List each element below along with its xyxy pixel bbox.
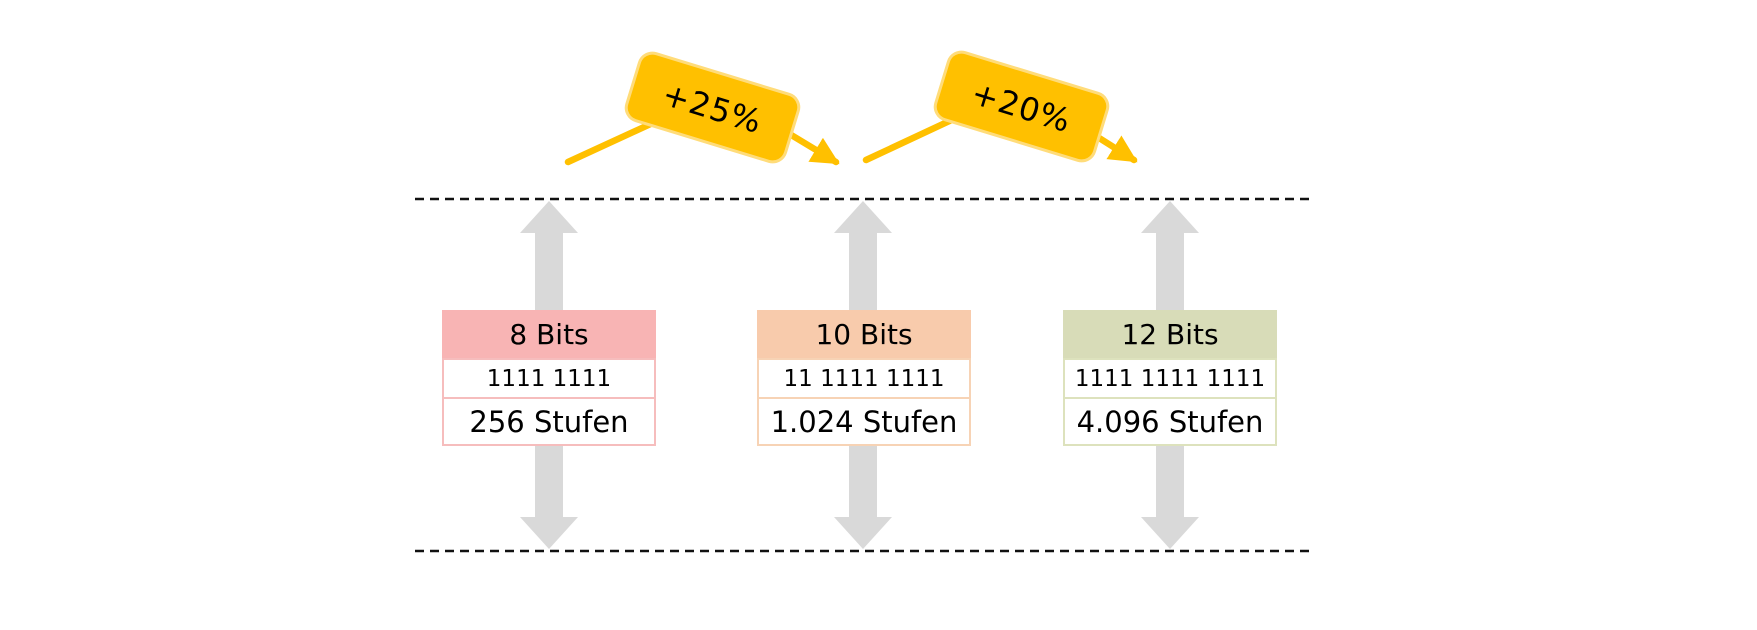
bits-table-8: 8 Bits 1111 1111 256 Stufen <box>442 310 656 446</box>
bits-table-8-header: 8 Bits <box>442 310 656 358</box>
bits-table-12: 12 Bits 1111 1111 1111 4.096 Stufen <box>1063 310 1277 446</box>
increase-badge-25-label: +25% <box>658 74 767 141</box>
bits-table-12-binary: 1111 1111 1111 <box>1063 358 1277 399</box>
bits-table-10: 10 Bits 11 1111 1111 1.024 Stufen <box>757 310 971 446</box>
bits-table-8-binary: 1111 1111 <box>442 358 656 399</box>
bits-table-12-header: 12 Bits <box>1063 310 1277 358</box>
bits-table-10-steps: 1.024 Stufen <box>757 397 971 446</box>
increase-badge-20-label: +20% <box>967 73 1076 140</box>
bits-table-10-binary: 11 1111 1111 <box>757 358 971 399</box>
bits-table-12-steps: 4.096 Stufen <box>1063 397 1277 446</box>
bits-table-10-header: 10 Bits <box>757 310 971 358</box>
bits-table-8-steps: 256 Stufen <box>442 397 656 446</box>
